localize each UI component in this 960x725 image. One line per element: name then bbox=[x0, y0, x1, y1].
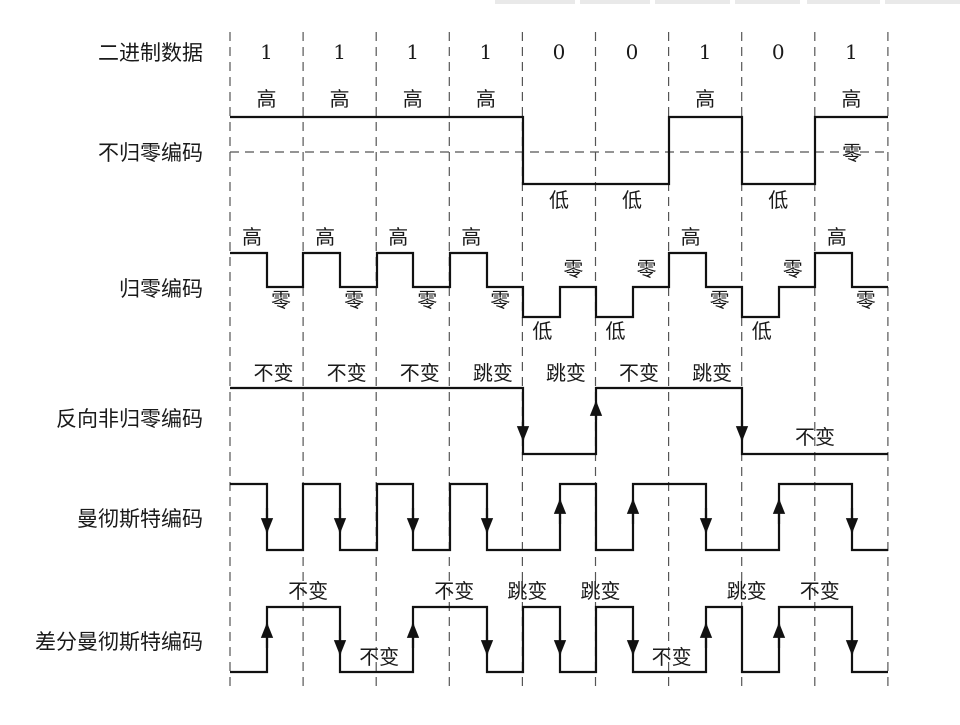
row-title-rz: 归零编码 bbox=[119, 277, 203, 301]
rz-zero-label: 零 bbox=[490, 288, 510, 312]
nrzi-label: 跳变 bbox=[692, 361, 732, 385]
manchester-transition-arrows bbox=[260, 498, 859, 534]
bit-value: 0 bbox=[626, 40, 639, 64]
nrzi-labels: 不变 不变 不变 跳变 跳变 不变 跳变 bbox=[254, 361, 733, 385]
rz-zero-label: 零 bbox=[710, 288, 730, 312]
diff-manchester-upper-labels: 不变 不变 跳变 跳变 跳变 不变 bbox=[288, 579, 840, 603]
bit-value: 1 bbox=[260, 40, 273, 64]
rz-signal bbox=[230, 251, 888, 319]
row-title-binary: 二进制数据 bbox=[98, 41, 203, 65]
bit-value: 0 bbox=[772, 40, 785, 64]
nrzi-label: 不变 bbox=[400, 361, 440, 385]
diff-manchester-label: 不变 bbox=[359, 645, 399, 669]
nrz-high-label: 高 bbox=[695, 87, 715, 111]
bit-value: 1 bbox=[333, 40, 346, 64]
rz-low-label: 低 bbox=[606, 319, 626, 343]
rz-high-label: 高 bbox=[827, 225, 847, 249]
nrz-signal bbox=[230, 115, 888, 186]
rz-zero-label: 零 bbox=[344, 288, 364, 312]
rz-high-label: 高 bbox=[461, 225, 481, 249]
top-edge-strip bbox=[495, 0, 960, 4]
rz-high-label: 高 bbox=[315, 225, 335, 249]
nrzi-label: 跳变 bbox=[546, 361, 586, 385]
nrz-high-label: 高 bbox=[257, 87, 277, 111]
diff-manchester-label: 不变 bbox=[800, 579, 840, 603]
bit-value: 0 bbox=[553, 40, 566, 64]
rz-zero-label: 零 bbox=[856, 288, 876, 312]
nrz-zero-label: 零 bbox=[842, 141, 862, 165]
nrz-low-label: 低 bbox=[768, 188, 788, 212]
nrz-high-label: 高 bbox=[841, 87, 861, 111]
diff-manchester-signal bbox=[230, 605, 888, 674]
row-title-diff-manchester: 差分曼彻斯特编码 bbox=[35, 630, 203, 654]
row-title-nrzi: 反向非归零编码 bbox=[56, 407, 203, 431]
nrz-waveform bbox=[230, 115, 888, 186]
nrzi-label: 跳变 bbox=[473, 361, 513, 385]
nrz-high-label: 高 bbox=[403, 87, 423, 111]
nrzi-label: 不变 bbox=[619, 361, 659, 385]
rz-zero-label: 零 bbox=[637, 257, 657, 281]
binary-bits: 1 1 1 1 0 0 1 0 1 bbox=[260, 40, 858, 64]
rz-level-labels: 高高高高高高低低低零零零零零零零零零 bbox=[242, 225, 876, 343]
rz-low-label: 低 bbox=[752, 319, 772, 343]
row-title-nrz: 不归零编码 bbox=[98, 141, 203, 165]
row-title-manchester: 曼彻斯特编码 bbox=[77, 507, 203, 531]
diff-manchester-label: 跳变 bbox=[581, 579, 621, 603]
diff-manchester-label: 跳变 bbox=[507, 579, 547, 603]
bit-value: 1 bbox=[845, 40, 858, 64]
nrzi-signal bbox=[230, 386, 888, 456]
nrz-low-label: 低 bbox=[622, 188, 642, 212]
diff-manchester-label: 不变 bbox=[434, 579, 474, 603]
rz-high-label: 高 bbox=[242, 225, 262, 249]
rz-high-label: 高 bbox=[388, 225, 408, 249]
diff-manchester-label: 跳变 bbox=[727, 579, 767, 603]
rz-zero-label: 零 bbox=[783, 257, 803, 281]
nrz-low-label: 低 bbox=[549, 188, 569, 212]
rz-zero-label: 零 bbox=[271, 288, 291, 312]
diff-manchester-label: 不变 bbox=[288, 579, 328, 603]
nrzi-label: 不变 bbox=[327, 361, 367, 385]
diff-manchester-lower-labels: 不变 不变 bbox=[359, 645, 691, 669]
nrz-high-label: 高 bbox=[476, 87, 496, 111]
nrzi-label: 不变 bbox=[254, 361, 294, 385]
rz-zero-label: 零 bbox=[563, 257, 583, 281]
row-titles: 二进制数据 不归零编码 归零编码 反向非归零编码 曼彻斯特编码 差分曼彻斯特编码 bbox=[35, 41, 203, 654]
rz-zero-label: 零 bbox=[417, 288, 437, 312]
nrzi-transition-arrows bbox=[516, 400, 749, 442]
rz-high-label: 高 bbox=[681, 225, 701, 249]
rz-low-label: 低 bbox=[532, 319, 552, 343]
bit-value: 1 bbox=[406, 40, 419, 64]
nrzi-last-label: 不变 bbox=[795, 425, 835, 449]
diff-manchester-label: 不变 bbox=[652, 645, 692, 669]
bit-value: 1 bbox=[699, 40, 712, 64]
diff-manchester-transition-arrows bbox=[260, 622, 859, 656]
bit-value: 1 bbox=[479, 40, 492, 64]
nrz-high-label: 高 bbox=[330, 87, 350, 111]
nrz-level-labels: 高 高 高 高低 低 高低 高 bbox=[257, 87, 862, 212]
